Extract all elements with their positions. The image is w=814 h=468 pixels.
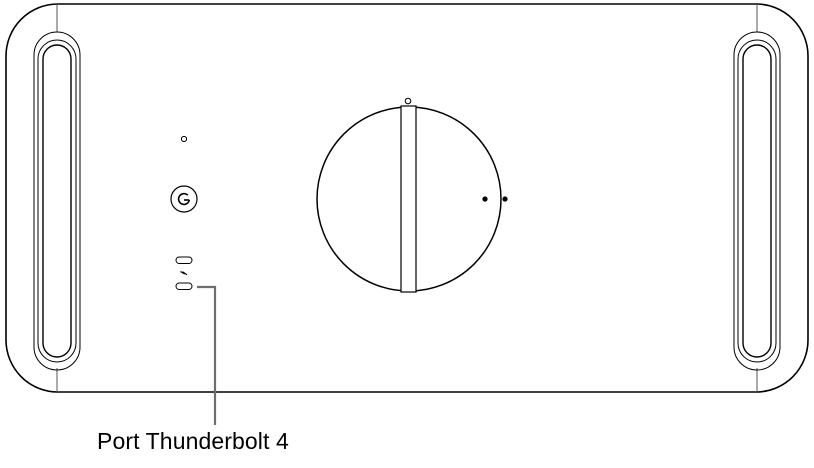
thunderbolt-callout-label: Port Thunderbolt 4 bbox=[97, 428, 289, 454]
latch-indicator-dot-2 bbox=[502, 196, 508, 202]
latch-top-indicator bbox=[404, 97, 412, 105]
enclosure-outline bbox=[5, 3, 809, 393]
left-handle[interactable] bbox=[33, 31, 81, 371]
status-led bbox=[180, 135, 188, 143]
power-button[interactable] bbox=[170, 185, 198, 213]
power-icon bbox=[177, 192, 191, 206]
latch-indicator-dot-1 bbox=[482, 196, 488, 202]
thunderbolt-port-1[interactable] bbox=[175, 256, 193, 264]
thunderbolt-icon bbox=[180, 270, 188, 276]
thunderbolt-port-2[interactable] bbox=[175, 282, 193, 290]
top-lock-latch[interactable] bbox=[316, 97, 502, 293]
right-handle[interactable] bbox=[733, 31, 781, 371]
callout-line bbox=[197, 285, 217, 425]
